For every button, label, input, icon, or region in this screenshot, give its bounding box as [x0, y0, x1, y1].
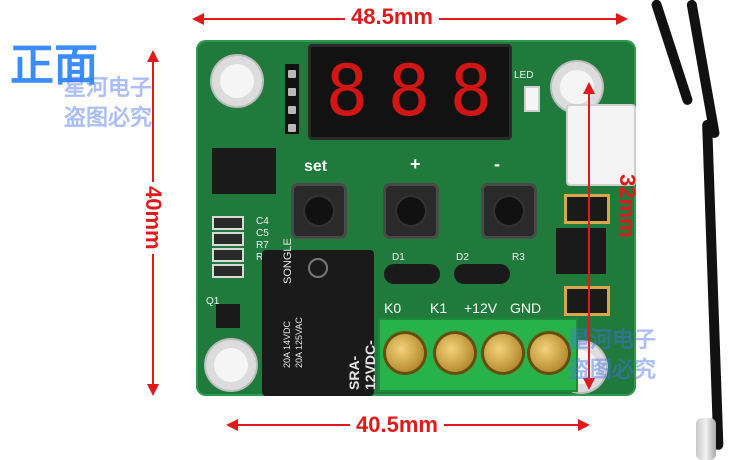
right-dimension-label: 32mm [615, 174, 640, 238]
probe-connector [566, 104, 636, 186]
display-digit-1: 8 [325, 50, 369, 132]
smd-component [212, 216, 244, 230]
minus-button[interactable] [484, 186, 534, 236]
top-dimension: 48.5mm [190, 4, 630, 30]
pin [288, 106, 296, 114]
display-digit-3: 8 [449, 50, 493, 132]
probe-cable [702, 119, 724, 450]
watermark-line1: 星河电子 [64, 75, 153, 100]
up-arrow-icon [147, 50, 159, 62]
button-cap [397, 197, 425, 225]
button-cap [305, 197, 333, 225]
minus-label: - [494, 154, 500, 174]
screw-terminal-gnd[interactable] [530, 334, 568, 372]
terminal-label-k0: K0 [384, 300, 402, 316]
left-dimension: 40mm [140, 50, 166, 396]
bottom-dimension-label: 40.5mm [350, 412, 444, 438]
right-dimension: 32mm [583, 82, 644, 390]
temperature-probe [696, 418, 716, 460]
terminal-label-k1: K1 [430, 300, 448, 316]
probe-cable-wire-2 [686, 0, 721, 139]
label-r7: R7 [256, 240, 269, 251]
right-dimension-line [588, 92, 590, 382]
seven-segment-display: 8 8 8 [308, 44, 512, 140]
right-arrow-icon [578, 419, 590, 431]
watermark-line2: 盗图必究 [568, 357, 657, 382]
mounting-hole-top-left [220, 64, 254, 98]
led-label: LED [514, 70, 534, 81]
plus-button[interactable] [386, 186, 436, 236]
screw-terminal-k1[interactable] [436, 334, 474, 372]
ul-mark-icon [308, 258, 328, 278]
transistor-q1 [216, 304, 240, 328]
microcontroller-chip [212, 148, 276, 194]
probe-cable-wire-1 [650, 0, 694, 107]
right-arrow-icon [616, 13, 628, 25]
plus-label: + [410, 154, 421, 174]
smd-component [212, 232, 244, 246]
down-arrow-icon [147, 384, 159, 396]
label-c4: C4 [256, 216, 269, 227]
smd-component [212, 264, 244, 278]
terminal-label-gnd: GND [510, 300, 542, 316]
capacitor [564, 194, 610, 224]
pin [288, 70, 296, 78]
terminal-block [378, 318, 578, 392]
mounting-hole-bottom-left [214, 348, 248, 382]
display-digit-2: 8 [387, 50, 431, 132]
pin [288, 88, 296, 96]
up-arrow-icon [583, 82, 595, 94]
relay-rating-1: 20A 14VDC [282, 320, 292, 368]
set-label: set [304, 158, 328, 175]
label-d2: D2 [456, 252, 469, 263]
relay: SONGLE 20A 14VDC 20A 125VAC SRA-12VDC-AL [262, 238, 394, 396]
left-arrow-icon [192, 13, 204, 25]
capacitor [564, 286, 610, 316]
screw-terminal-12v[interactable] [484, 334, 522, 372]
terminal-label-12v: +12V [464, 300, 498, 316]
screw-terminal-k0[interactable] [386, 334, 424, 372]
voltage-regulator [556, 228, 606, 274]
side-label: 正面 [10, 41, 98, 90]
down-arrow-icon [583, 378, 595, 390]
led-indicator [524, 86, 540, 112]
left-arrow-icon [226, 419, 238, 431]
watermark-line1: 星河电子 [568, 327, 657, 352]
label-q1: Q1 [206, 296, 220, 307]
smd-component [212, 248, 244, 262]
relay-rating-2: 20A 125VAC [294, 317, 304, 368]
top-dimension-label: 48.5mm [345, 4, 439, 30]
set-button[interactable] [294, 186, 344, 236]
pin [288, 124, 296, 132]
watermark-line2: 盗图必究 [64, 105, 153, 130]
relay-brand: SONGLE [282, 238, 294, 284]
diode-d2 [454, 264, 510, 284]
label-c5: C5 [256, 228, 269, 239]
button-cap [495, 197, 523, 225]
left-dimension-label: 40mm [140, 182, 166, 254]
bottom-dimension: 40.5mm [226, 410, 590, 450]
pin-header [285, 64, 299, 134]
label-r3: R3 [512, 252, 525, 263]
label-d1: D1 [392, 252, 405, 263]
diode-d1 [384, 264, 440, 284]
